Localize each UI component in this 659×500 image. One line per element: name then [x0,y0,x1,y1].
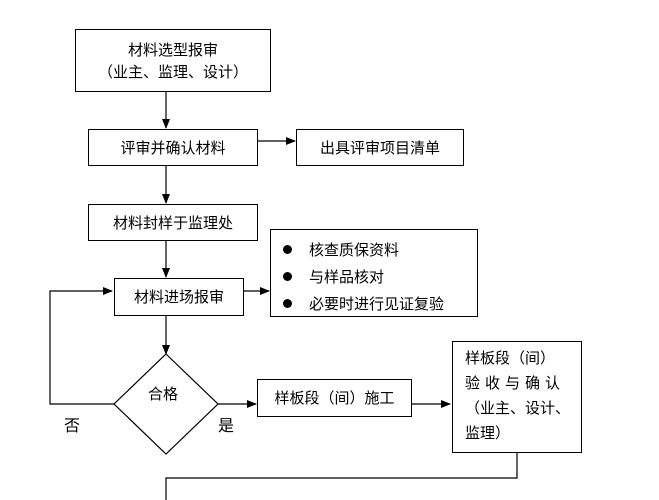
node-material-entry-label: 材料进场报审 [133,288,224,306]
node-material-selection-line2: （业主、监理、设计） [97,62,248,81]
edge-label-no: 否 [64,416,81,435]
node-review-checklist-label: 出具评审项目清单 [319,138,440,157]
node-inspection-checks: 核查质保资料 与样品核对 必要时进行见证复验 [270,229,478,317]
bullet-icon [283,299,292,308]
edge-label-yes: 是 [218,416,235,435]
check-item-label: 与样品核对 [309,267,385,286]
node-review-confirm: 评审并确认材料 [88,129,258,166]
bullet-icon [283,245,292,254]
node-sample-acceptance-line3: （业主、设计、 [465,399,571,417]
node-sample-acceptance-line1: 样板段（间） [465,349,556,367]
bullet-icon [283,272,292,281]
node-material-entry: 材料进场报审 [114,278,244,316]
arrow-decision-no-loop [49,287,114,405]
check-item: 与样品核对 [283,263,477,290]
check-item: 核查质保资料 [283,236,477,263]
node-sample-construction: 样板段（间）施工 [257,379,412,417]
node-review-confirm-label: 评审并确认材料 [120,138,226,157]
node-review-checklist: 出具评审项目清单 [296,129,464,166]
node-sample-acceptance-line4: 监理） [465,424,511,442]
decision-diamond [113,353,219,455]
node-seal-sample-label: 材料封样于监理处 [112,213,233,232]
node-decision-label: 合格 [148,385,179,403]
check-item-label: 核查质保资料 [309,240,400,259]
node-material-selection: 材料选型报审 （业主、监理、设计） [75,29,271,92]
check-item: 必要时进行见证复验 [283,290,477,317]
node-seal-sample: 材料封样于监理处 [88,204,258,241]
node-material-selection-line1: 材料选型报审 [127,40,218,59]
node-sample-acceptance: 样板段（间） 验收与确认 （业主、设计、 监理） [452,341,582,453]
check-item-label: 必要时进行见证复验 [309,294,445,313]
line-acceptance-down [165,453,518,500]
node-sample-construction-label: 样板段（间）施工 [274,389,395,407]
node-sample-acceptance-line2: 验收与确认 [465,374,566,392]
